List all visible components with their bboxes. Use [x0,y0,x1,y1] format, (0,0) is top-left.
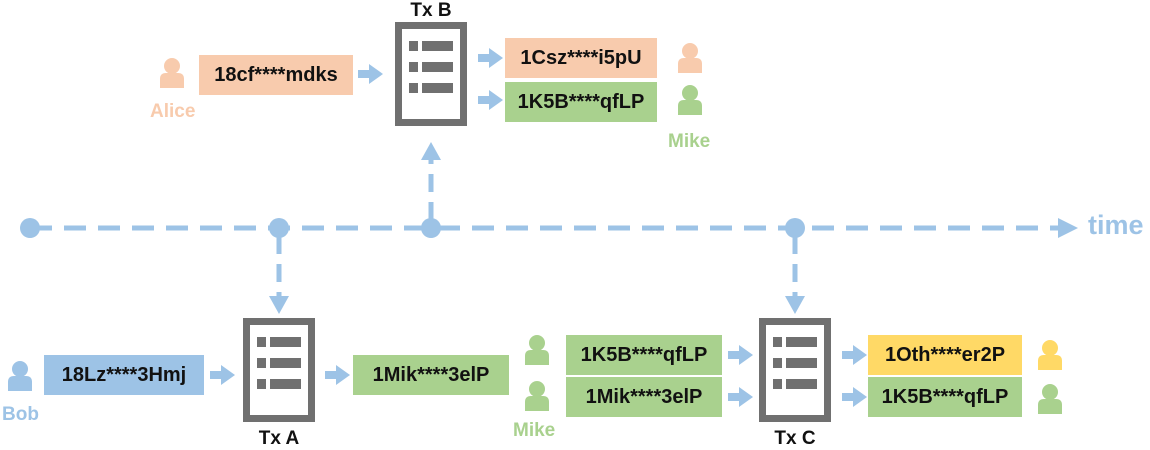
mike-person-icon-2 [525,381,549,411]
tx-a-label: Tx A [258,428,300,449]
flow-arrows [210,48,867,407]
bob-label: Bob [2,404,39,425]
arrow-tx-c-to-out1 [842,345,867,365]
arrow-in2-to-tx-c [728,387,753,407]
bob-person-icon [8,361,32,391]
green-person-icon [1038,384,1062,414]
tx-c-output-address-2: 1K5B****qfLP [868,377,1022,417]
arrow-to-tx-b [421,142,441,160]
tx-a-output-address: 1Mik****3elP [353,355,509,395]
arrow-tx-a-to-out [325,365,350,385]
arrow-tx-b-to-out1 [478,48,503,68]
tx-b-label: Tx B [410,0,452,21]
timeline-node-tx-a [269,218,289,238]
mike-label-top: Mike [668,131,711,152]
tx-c-icon [759,318,831,422]
tx-c-output-address-1: 1Oth****er2P [868,335,1022,375]
alice-label: Alice [150,101,196,122]
yellow-person-icon [1038,340,1062,370]
mike-person-icon-1 [525,335,549,365]
tx-b-output-address-1: 1Csz****i5pU [505,38,657,78]
tx-a-icon [243,318,315,422]
timeline-connectors [269,142,805,314]
arrow-alice-to-tx-b [358,64,383,84]
timeline-node-tx-b [421,218,441,238]
timeline-node [20,218,40,238]
arrow-in1-to-tx-c [728,345,753,365]
mike-person-icon [678,85,702,115]
tx-a-input-address: 18Lz****3Hmj [44,355,204,395]
time-axis-label: time [1088,210,1144,240]
alice-person-icon [160,58,184,88]
arrow-tx-b-to-out2 [478,90,503,110]
arrow-bob-to-tx-a [210,365,235,385]
tx-b-icon [395,22,467,126]
timeline-node-tx-c [785,218,805,238]
timeline-arrowhead [1058,218,1078,238]
tx-c-input-address-2: 1Mik****3elP [566,377,722,417]
timeline [20,218,1078,238]
arrow-to-tx-c [785,296,805,314]
orange-person-icon [678,43,702,73]
tx-b-input-address: 18cf****mdks [199,55,353,95]
tx-c-input-address-1: 1K5B****qfLP [566,335,722,375]
arrow-to-tx-a [269,296,289,314]
tx-b-output-address-2: 1K5B****qfLP [505,82,657,122]
arrow-tx-c-to-out2 [842,387,867,407]
tx-c-label: Tx C [774,428,816,449]
mike-label-bottom: Mike [513,420,556,441]
